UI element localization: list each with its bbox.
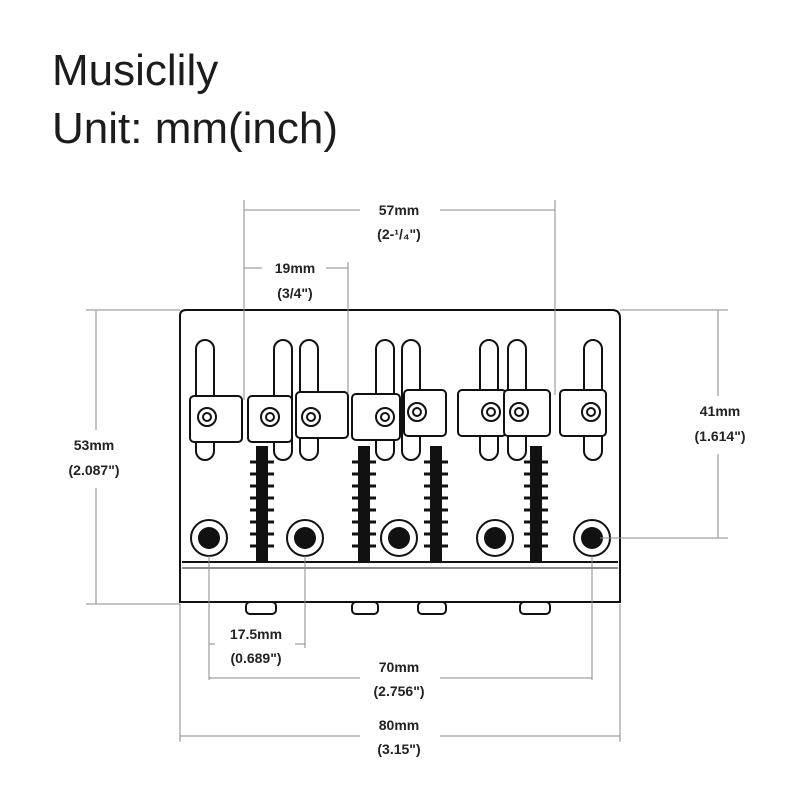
dim-80-inch: (3.15"): [377, 741, 420, 757]
saddle-blocks: [189, 389, 607, 443]
dim-70-mm: 70mm: [379, 659, 419, 675]
dimension-lines: [86, 200, 728, 742]
dim-53-inch: (2.087"): [69, 462, 120, 478]
dim-19-mm: 19mm: [275, 260, 315, 276]
dim-53-mm: 53mm: [74, 437, 114, 453]
dim-41-mm: 41mm: [700, 403, 740, 419]
dim-57-mm: 57mm: [379, 202, 419, 218]
dimension-labels: 57mm (2-¹/₄") 19mm (3/4") 53mm (2.087") …: [69, 202, 746, 757]
brand-title: Musiclily: [52, 46, 219, 95]
mounting-holes: [190, 519, 611, 557]
dim-57-inch: (2-¹/₄"): [377, 226, 421, 242]
dim-70-inch: (2.756"): [374, 683, 425, 699]
saddle-screws: [197, 402, 601, 427]
spring-coils: [250, 460, 548, 548]
dim-17-5-mm: 17.5mm: [230, 626, 282, 642]
bridge-body: [179, 309, 621, 615]
dim-80-mm: 80mm: [379, 717, 419, 733]
dim-41-inch: (1.614"): [695, 428, 746, 444]
unit-label: Unit: mm(inch): [52, 104, 339, 153]
dim-19-inch: (3/4"): [277, 285, 312, 301]
dim-17-5-inch: (0.689"): [231, 650, 282, 666]
